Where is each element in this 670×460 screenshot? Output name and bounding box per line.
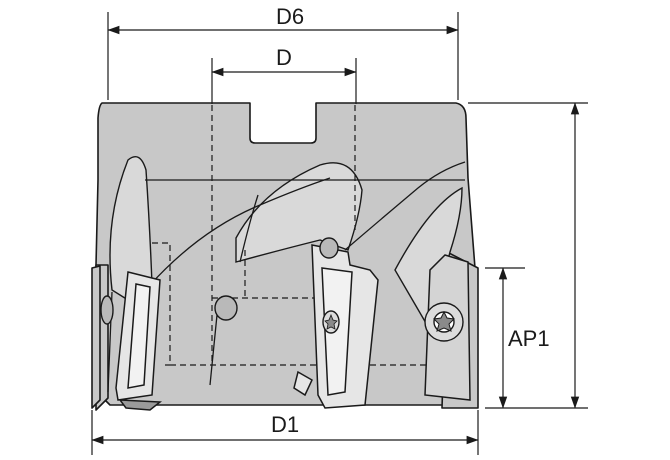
dimension-d1 bbox=[91, 410, 479, 455]
flute-surfaces bbox=[109, 156, 463, 332]
label-d: D bbox=[276, 45, 292, 70]
screw-hole-top bbox=[319, 237, 339, 259]
flute-right bbox=[394, 186, 463, 332]
flute-middle bbox=[235, 162, 363, 263]
screw-hole-middle bbox=[214, 295, 238, 321]
fasteners bbox=[100, 237, 464, 342]
dimension-d bbox=[211, 58, 357, 104]
dimension-ap1 bbox=[468, 102, 588, 409]
cutter-upper-body bbox=[95, 102, 476, 406]
torx-icon-middle bbox=[324, 313, 338, 330]
cutter-bottom-rim bbox=[91, 265, 101, 409]
flute-left bbox=[109, 156, 153, 301]
label-d1: D1 bbox=[271, 412, 299, 437]
label-ap1: AP1 bbox=[508, 326, 550, 351]
label-d6: D6 bbox=[276, 4, 304, 29]
torx-icon-right bbox=[432, 310, 456, 332]
dimension-d6 bbox=[107, 12, 459, 100]
screw-hole-left bbox=[100, 295, 114, 325]
